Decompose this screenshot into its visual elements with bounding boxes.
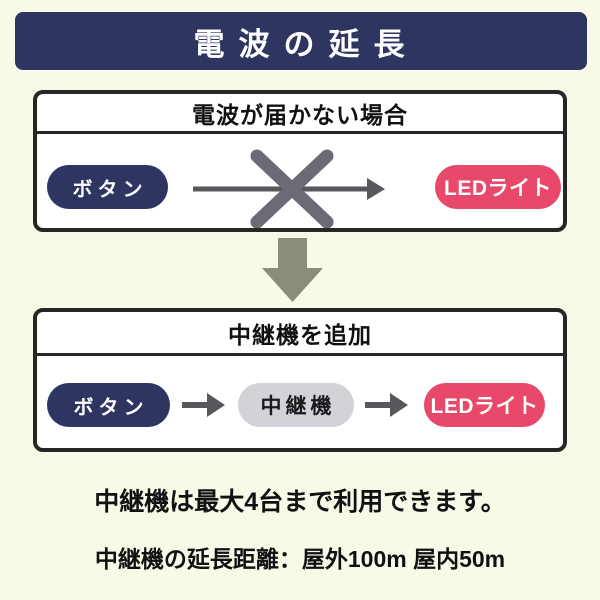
note-max-repeaters: 中継機は最大4台まで利用できます。 [94, 488, 506, 516]
button-pill: ボタン [47, 165, 168, 209]
no-signal-panel-header: 電波が届かない場合 [37, 94, 563, 134]
led-light-pill: LEDライト [424, 383, 545, 427]
button-pill: ボタン [47, 383, 170, 427]
page-title: 電波の延長 [193, 26, 419, 62]
repeater-panel-header: 中継機を追加 [37, 312, 563, 356]
blocked-arrow-icon [193, 149, 385, 228]
no-signal-panel: 電波が届かない場合 ボタン LEDライト [33, 90, 567, 232]
title-banner: 電波の延長 [15, 12, 587, 70]
note-extension-distance: 中継機の延長距離：屋外100m 屋内50m [94, 546, 506, 572]
x-mark-icon [250, 149, 334, 228]
down-arrow-icon [262, 238, 323, 302]
led-light-pill-label: LEDライト [430, 395, 539, 418]
led-light-pill: LEDライト [435, 165, 561, 209]
led-light-pill-label: LEDライト [444, 177, 552, 200]
flow-arrows-icon [182, 393, 408, 417]
button-pill-label: ボタン [72, 178, 148, 201]
repeater-panel-title: 中継機を追加 [228, 321, 372, 348]
repeater-panel: 中継機を追加 ボタン 中継機 LEDライト [33, 308, 567, 452]
no-signal-panel-title: 電波が届かない場合 [192, 101, 408, 128]
button-pill-label: ボタン [73, 396, 149, 419]
repeater-pill-label: 中継機 [260, 395, 336, 418]
repeater-pill: 中継機 [238, 383, 354, 427]
